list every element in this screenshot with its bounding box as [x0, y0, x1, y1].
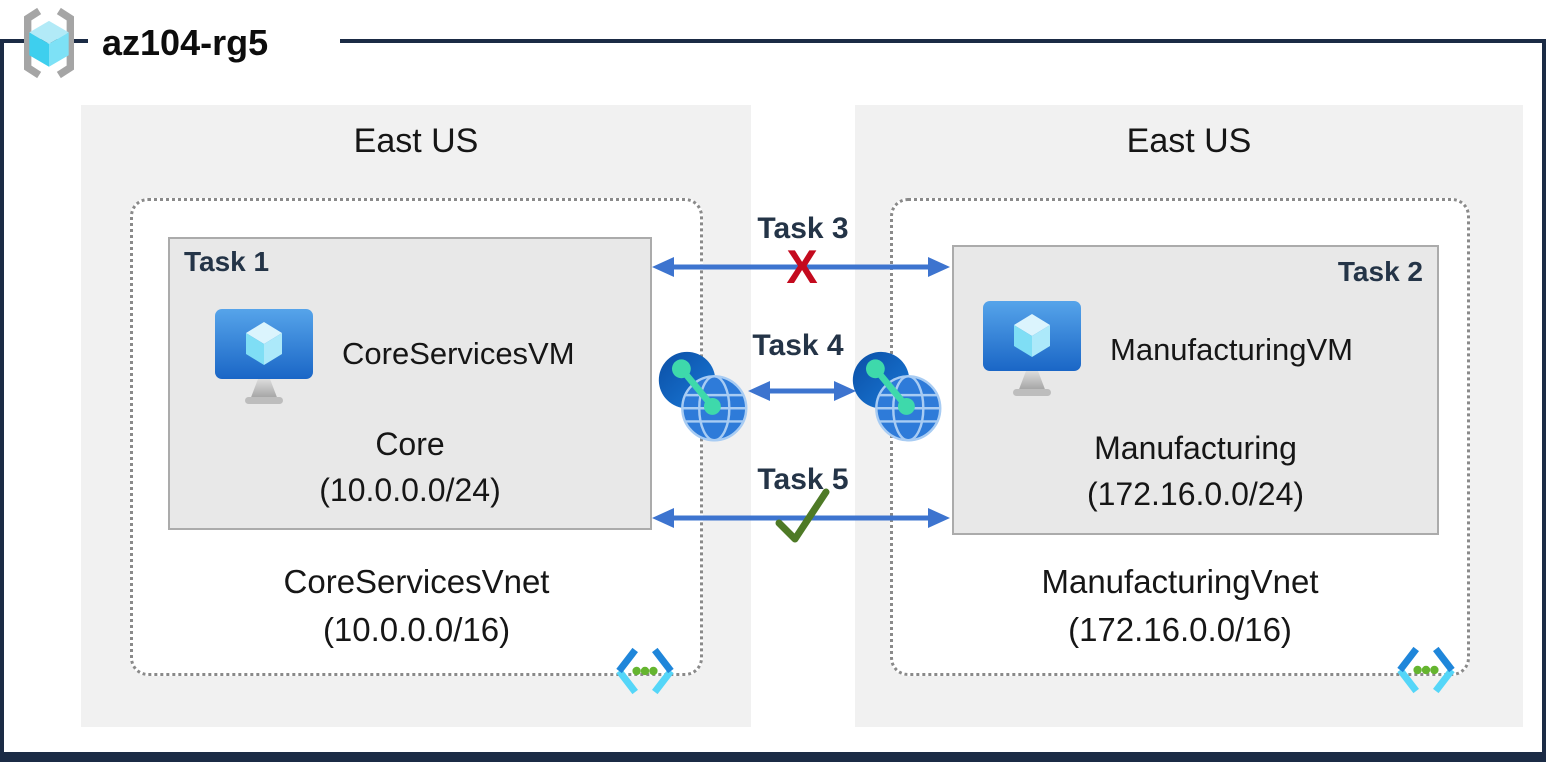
subnet-cidr-core: (10.0.0.0/24): [319, 472, 501, 508]
vnet-cidr-coreservices: (10.0.0.0/16): [322, 611, 511, 648]
subnet-name-manufacturing: Manufacturing: [1094, 430, 1297, 466]
subnet-name-core: Core: [375, 426, 445, 462]
resource-group-frame: [0, 39, 1546, 762]
subnet-cidr-manufacturing: (172.16.0.0/24): [1086, 476, 1305, 512]
resource-group-title: az104-rg5: [102, 22, 269, 63]
vm-name-coreservices: CoreServicesVM: [342, 336, 575, 371]
task-2-badge: Task 2: [1337, 256, 1423, 287]
virtual-machine-icon: [214, 306, 314, 406]
virtual-network-icon: [610, 643, 680, 699]
virtual-machine-icon: [982, 298, 1082, 398]
vnet-peering-icon: [656, 350, 750, 444]
task-5-label: Task 5: [757, 463, 849, 496]
header-background: [88, 16, 340, 66]
vnet-peering-icon: [850, 350, 944, 444]
vm-name-manufacturing: ManufacturingVM: [1110, 332, 1353, 367]
vnet-name-manufacturing: ManufacturingVnet: [1041, 563, 1319, 600]
region-location-right: East US: [1126, 122, 1252, 160]
blocked-x-icon: X: [786, 240, 818, 293]
resource-group-icon: [8, 2, 90, 84]
task-3-label: Task 3: [757, 212, 849, 245]
subnet-box-core: Task 1 CoreServicesVM Core (10.0.0.0/24): [168, 237, 652, 530]
task-4-label: Task 4: [752, 329, 844, 362]
subnet-box-manufacturing: Task 2 ManufacturingVM Manufacturing (17…: [952, 245, 1439, 535]
vnet-cidr-manufacturing: (172.16.0.0/16): [1068, 611, 1292, 648]
virtual-network-icon: [1391, 642, 1461, 698]
vnet-name-coreservices: CoreServicesVnet: [283, 563, 550, 600]
region-location-left: East US: [353, 122, 479, 160]
task-1-badge: Task 1: [184, 246, 270, 277]
